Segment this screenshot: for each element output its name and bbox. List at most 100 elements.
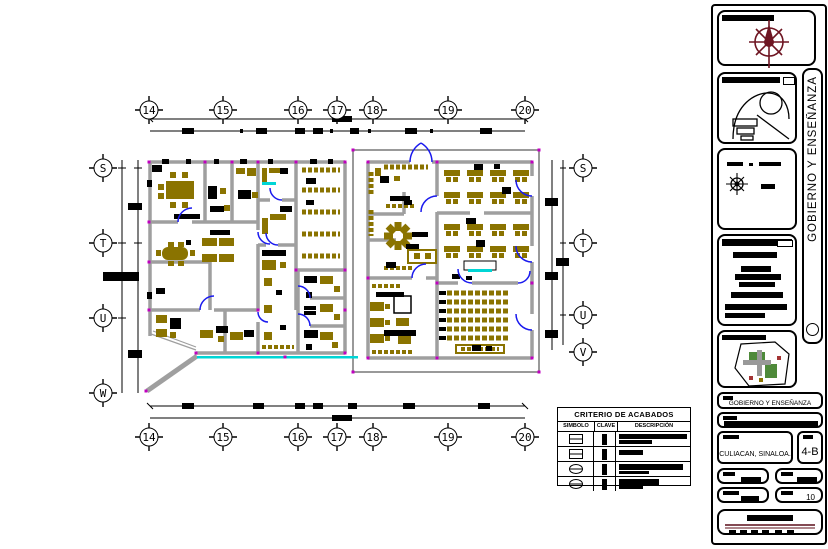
- field-label-redacted: [723, 491, 739, 495]
- field-label-redacted: [781, 491, 793, 495]
- project-name: GOBIERNO Y ENSEÑANZA: [728, 400, 812, 407]
- panel-header-redacted: [722, 77, 780, 83]
- notes-panel: [717, 234, 797, 326]
- redacted-text: [724, 421, 818, 427]
- framed-rect-symbol-icon: [558, 432, 594, 446]
- redacted-text: [761, 184, 775, 189]
- sheet-number-box: 10: [775, 487, 823, 503]
- compass-panel: [717, 10, 816, 68]
- meta-box: [717, 468, 769, 484]
- sheet-code-box: 4-B: [797, 431, 823, 464]
- ramp-and-walkway: [145, 330, 199, 394]
- description-box: [717, 412, 823, 428]
- project-name-box: GOBIERNO Y ENSEÑANZA: [717, 392, 823, 409]
- svg-text:16: 16: [291, 431, 304, 444]
- svg-text:14: 14: [142, 104, 156, 117]
- legend-header-row: SIMBOLO CLAVE DESCRIPCIÓN: [558, 422, 690, 432]
- redacted-text: [727, 162, 743, 166]
- site-map-panel: [717, 330, 797, 388]
- legend-row: [558, 432, 690, 447]
- logo-panel: [717, 72, 797, 144]
- redacted-text: [739, 282, 775, 287]
- sheet-code: 4-B: [801, 446, 819, 458]
- redacted-text: [725, 304, 787, 310]
- legend-row: [558, 477, 690, 491]
- redacted-value: [741, 496, 759, 502]
- clave-mark: [594, 447, 616, 461]
- orientation-panel: [717, 148, 797, 230]
- description-redacted: [616, 447, 690, 461]
- svg-text:17: 17: [330, 431, 343, 444]
- field-label-redacted: [723, 396, 733, 400]
- redacted-text: [749, 163, 753, 166]
- redacted-value: [797, 477, 817, 483]
- oval-line-symbol-icon: [558, 477, 594, 491]
- svg-text:W: W: [100, 387, 107, 400]
- agency-side-strip: GOBIERNO Y ENSEÑANZA: [802, 68, 823, 344]
- field-label-redacted: [803, 435, 813, 439]
- sheet-number: 10: [806, 493, 815, 502]
- grid-bubbles-left: S T U W: [88, 153, 118, 408]
- node-markers: [144, 148, 541, 393]
- meta-box: [717, 487, 769, 503]
- svg-text:18: 18: [366, 431, 379, 444]
- svg-text:T: T: [580, 237, 587, 250]
- svg-text:15: 15: [216, 104, 229, 117]
- redacted-value: [741, 477, 761, 483]
- description-redacted: [616, 477, 690, 491]
- header-notch: [777, 240, 793, 247]
- chair: [425, 253, 431, 259]
- svg-text:19: 19: [441, 431, 454, 444]
- architecture-logo-icon: [732, 91, 790, 141]
- field-label-redacted: [723, 472, 735, 476]
- furniture-black: [147, 159, 511, 351]
- square-table: [393, 295, 412, 314]
- redacted-text: [747, 515, 793, 521]
- legend-row: [558, 462, 690, 477]
- svg-text:14: 14: [142, 431, 156, 444]
- site-map-icon: [734, 341, 790, 387]
- field-label-redacted: [781, 472, 793, 476]
- projection-screen: [463, 260, 497, 271]
- svg-text:T: T: [100, 237, 107, 250]
- grid-bubbles-top: 14 15 16 17 18 19 20: [134, 95, 540, 125]
- chair-cluster: [384, 222, 412, 250]
- title-block: GOBIERNO Y ENSEÑANZA: [711, 4, 827, 545]
- location-box: CULIACAN, SINALOA.: [717, 431, 793, 464]
- chair: [414, 253, 420, 259]
- description-redacted: [616, 432, 690, 446]
- legend-col-descripcion: DESCRIPCIÓN: [634, 423, 674, 429]
- right-wing-outline: [352, 149, 540, 373]
- clave-mark: [594, 432, 616, 446]
- location-text: CULIACAN, SINALOA.: [719, 451, 791, 458]
- svg-text:S: S: [580, 162, 587, 175]
- svg-text:U: U: [100, 312, 107, 325]
- header-notch: [783, 77, 795, 85]
- work-table: [407, 249, 437, 264]
- agency-vertical-text: GOBIERNO Y ENSEÑANZA: [806, 76, 819, 242]
- meta-box: [775, 468, 823, 484]
- screen-glass: [468, 269, 492, 272]
- field-label-redacted: [723, 435, 739, 439]
- clave-mark: [594, 462, 616, 476]
- redacted-text: [733, 252, 777, 258]
- finish-criteria-table: CRITERIO DE ACABADOS SIMBOLO CLAVE DESCR…: [557, 407, 691, 491]
- furniture-olive: [156, 168, 411, 348]
- dimension-bars: [103, 116, 569, 421]
- svg-text:16: 16: [291, 104, 304, 117]
- auditorium-benches: [439, 290, 508, 354]
- scale-bar-icon: [725, 524, 815, 533]
- svg-text:15: 15: [216, 431, 229, 444]
- legend-row: [558, 447, 690, 462]
- clave-mark: [594, 477, 616, 491]
- office-desks: [370, 302, 390, 343]
- scale-bar-panel: [717, 509, 823, 535]
- svg-text:20: 20: [518, 104, 531, 117]
- panel-header-redacted: [722, 15, 774, 21]
- oval-line-symbol-icon: [558, 462, 594, 476]
- redacted-text: [722, 239, 792, 246]
- framed-rect-symbol-icon: [558, 447, 594, 461]
- mini-north-icon: [806, 323, 819, 336]
